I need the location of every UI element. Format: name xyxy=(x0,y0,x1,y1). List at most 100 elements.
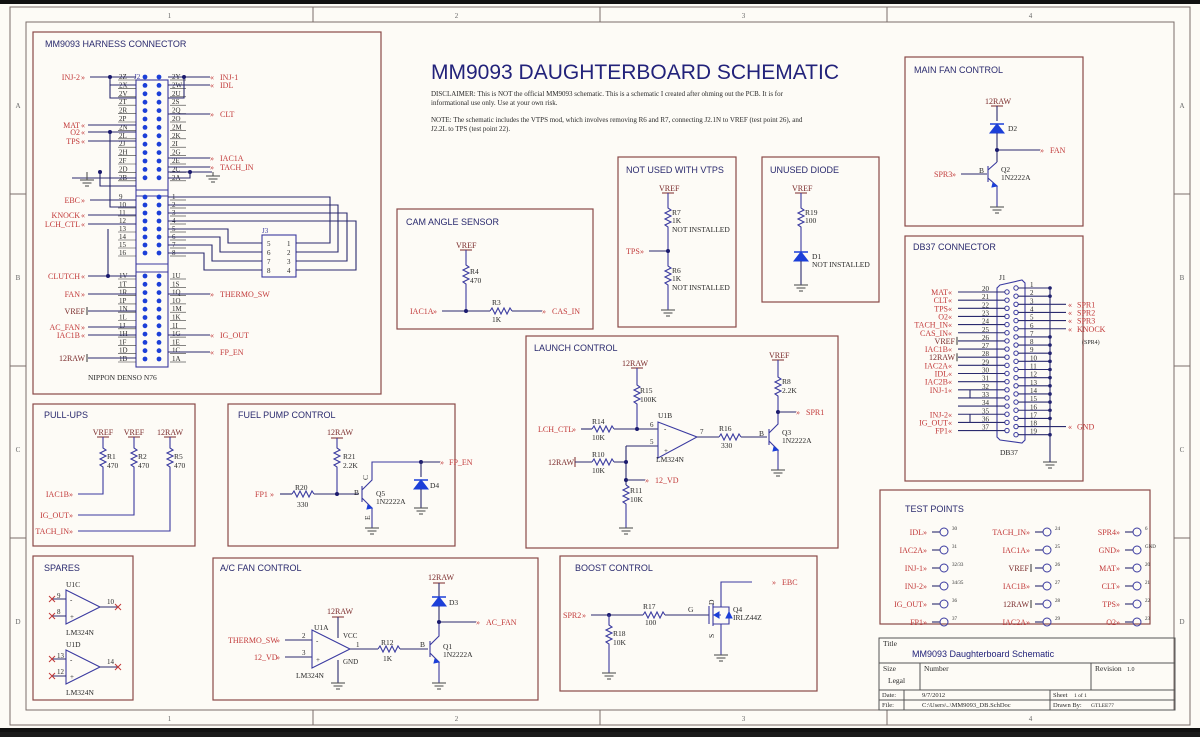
zone-col-label: 1 xyxy=(168,12,172,20)
u1a-part: LM324N xyxy=(296,671,325,680)
j2-pin xyxy=(142,315,148,320)
zone-col-label: 3 xyxy=(742,12,746,20)
net-label: LCH_CTL xyxy=(538,425,573,434)
test-point-number: 34/35 xyxy=(952,581,964,586)
title-label: Title xyxy=(883,639,898,648)
net-port-icon: » xyxy=(1116,546,1120,555)
db37-pin-number: 31 xyxy=(982,375,990,383)
file-label: File: xyxy=(882,702,894,709)
svg-text:»: » xyxy=(1040,146,1044,155)
j2-pin-number: 1H xyxy=(119,330,128,338)
j3-pin-number: 8 xyxy=(267,267,271,275)
db37-pin xyxy=(1004,370,1010,377)
test-point-number: 31 xyxy=(952,545,958,550)
j2-part: NIPPON DENSO N76 xyxy=(88,373,157,382)
section-boost-control: BOOST CONTROL SPR2 » R17 100 G R18 10K D… xyxy=(559,555,818,692)
net-port-icon: » xyxy=(923,528,927,537)
j2-pin-number: 1F xyxy=(119,338,127,346)
db37-pin xyxy=(1004,346,1010,352)
svg-text:»: » xyxy=(582,611,586,620)
u1b-part: LM324N xyxy=(656,455,685,464)
date-label: Date: xyxy=(882,692,896,699)
svg-text:E: E xyxy=(363,515,372,520)
net-port-icon: « xyxy=(948,304,952,313)
test-point-icon xyxy=(939,599,949,609)
db37-pin xyxy=(1004,321,1010,328)
j2-pin xyxy=(142,273,148,279)
net-label: 12_VD xyxy=(655,476,679,485)
net-port-icon: » xyxy=(1116,618,1120,627)
top-bar xyxy=(0,0,1200,4)
j2-pin-number: 2T xyxy=(119,98,128,106)
test-point-label: SPR4 xyxy=(1098,528,1116,537)
net-label: FP_EN xyxy=(220,348,244,357)
j2-pin xyxy=(156,83,162,88)
net-label: TACH_IN xyxy=(914,321,948,330)
resistor-value: 470 xyxy=(138,461,150,470)
db37-pin xyxy=(1004,411,1010,417)
net-port-icon: « xyxy=(948,321,952,330)
test-point-label: INJ-2 xyxy=(905,582,923,591)
svg-text:»: » xyxy=(276,653,280,662)
db37-pin-number: 35 xyxy=(982,407,990,415)
zone-row-label: B xyxy=(1180,274,1185,282)
disclaimer-line-2: informational use only. Use at your own … xyxy=(431,99,558,107)
svg-text:»: » xyxy=(542,307,546,316)
j3-pin-number: 7 xyxy=(267,258,271,266)
r3-value: 1K xyxy=(492,315,502,324)
test-point-label: CLT xyxy=(1102,582,1116,591)
r6-value: 1K xyxy=(672,274,682,283)
section-unused-diode: UNUSED DIODE VREF R19 100 D1 NOT INSTALL… xyxy=(761,156,880,303)
test-point-number: 22 xyxy=(1145,599,1151,604)
j2-pin-number: 2P xyxy=(119,115,127,123)
svg-text:B: B xyxy=(420,640,425,649)
d2-ref: D2 xyxy=(1008,124,1017,133)
r11-value: 10K xyxy=(630,495,644,504)
net-label: O2 xyxy=(938,312,948,321)
net-label: INJ-2 xyxy=(930,410,948,419)
j2-pin xyxy=(156,281,162,287)
u1a-ref: U1A xyxy=(314,623,329,632)
net-port-icon: « xyxy=(948,312,952,321)
net-port-icon: « xyxy=(948,410,952,419)
d1-ref: D1 xyxy=(812,252,821,261)
j2-pin xyxy=(156,340,162,345)
j2-pin xyxy=(156,331,162,337)
resistor xyxy=(78,437,175,532)
test-point-number: 30 xyxy=(952,527,958,532)
svg-text:B: B xyxy=(759,429,764,438)
r15-ref: R15 xyxy=(640,386,653,395)
j2-pin xyxy=(142,250,148,256)
section-title: A/C FAN CONTROL xyxy=(220,563,302,573)
note-line-2: J2.2L to TPS (test point 22). xyxy=(431,125,510,133)
j2-pin xyxy=(156,116,162,122)
j2-pin xyxy=(156,194,162,200)
net-port-icon: « xyxy=(81,121,85,130)
j2-pin-number: 1I xyxy=(172,322,179,330)
sheet-value: 1 of 1 xyxy=(1074,692,1087,699)
j3-body xyxy=(261,234,297,278)
j2-pin-number: 1N xyxy=(119,305,128,313)
net-port-icon: « xyxy=(81,211,85,220)
pin-number: 13 xyxy=(57,652,65,660)
net-label: FAN xyxy=(65,290,81,299)
svg-text:6: 6 xyxy=(650,421,654,429)
zone-col-label: 4 xyxy=(1029,12,1033,20)
test-point-icon xyxy=(1042,563,1052,573)
inner-border xyxy=(25,21,1175,711)
j2-pin xyxy=(156,74,162,80)
j2-pin xyxy=(142,298,148,304)
db37-pin-number: 6 xyxy=(1030,322,1034,330)
net-label: KNOCK xyxy=(1077,325,1106,334)
j2-pin xyxy=(156,99,162,105)
zone-col-label: 3 xyxy=(742,715,746,723)
db37-pin xyxy=(1013,432,1019,438)
pin-number: 8 xyxy=(57,608,61,616)
j2-pin xyxy=(142,306,148,312)
db37-pin-number: 13 xyxy=(1030,379,1038,387)
net-label: IAC2B xyxy=(925,378,948,387)
net-port-icon: « xyxy=(210,73,214,82)
r14-value: 10K xyxy=(592,433,606,442)
net-port-icon: « xyxy=(948,329,952,338)
db37-pin xyxy=(1004,305,1010,311)
